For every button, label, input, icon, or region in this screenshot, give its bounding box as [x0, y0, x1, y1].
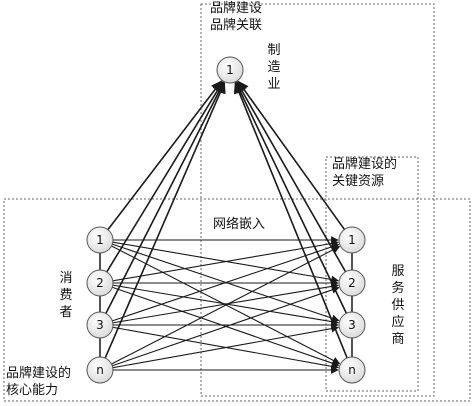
manufacturing-label: 制造业 — [267, 43, 281, 92]
brand-association-box — [200, 3, 435, 397]
service-suppliers-label: 服务供应商 — [391, 264, 405, 347]
edge-left-4-to-right-1 — [111, 245, 341, 365]
supplier-node-3-circle — [338, 311, 366, 339]
edge-left-2-to-right-1 — [112, 239, 339, 282]
supplier-node-2: 2 — [338, 269, 366, 297]
edge-left-4-to-right-3 — [112, 324, 339, 369]
key-resources-box — [325, 156, 419, 392]
consumer-node-4: n — [86, 356, 114, 384]
edges-group — [104, 80, 348, 374]
supplier-node-2-circle — [338, 269, 366, 297]
consumer-node-3-number: 3 — [96, 318, 104, 332]
consumer-node-3: 3 — [86, 311, 114, 339]
supplier-node-1: 1 — [338, 226, 366, 254]
edge-right-4-to-top — [233, 81, 348, 359]
brand-association-label-line2: 品牌关联 — [210, 18, 263, 33]
supplier-node-2-number: 2 — [348, 276, 356, 290]
supplier-node-4: n — [338, 356, 366, 384]
consumer-node-1-number: 1 — [96, 233, 104, 247]
manufacturing-node-1: 1 — [216, 56, 244, 84]
manufacturing-node-1-circle — [216, 56, 244, 84]
supplier-node-1-number: 1 — [348, 233, 356, 247]
supplier-node-3: 3 — [338, 311, 366, 339]
consumer-node-2: 2 — [86, 269, 114, 297]
consumer-node-1-circle — [86, 226, 114, 254]
key-resources-label-line1: 品牌建设的 — [332, 157, 398, 172]
core-capability-box — [3, 198, 471, 402]
edge-left-4-to-top — [104, 81, 226, 359]
supplier-node-1-circle — [338, 226, 366, 254]
nodes-group: 1 1 2 3 n 1 2 3 n — [86, 56, 366, 384]
consumer-node-4-circle — [86, 356, 114, 384]
network-embedding-label: 网络嵌入 — [213, 217, 266, 232]
key-resources-label-line2: 关键资源 — [332, 174, 385, 189]
edge-left-3-to-right-2 — [112, 282, 339, 324]
supplier-node-4-number: n — [348, 363, 356, 377]
edge-right-3-to-top — [235, 81, 348, 314]
supplier-node-3-number: 3 — [348, 318, 356, 332]
edge-right-2-to-top — [236, 81, 347, 273]
supplier-node-4-circle — [338, 356, 366, 384]
edge-left-3-to-top — [105, 81, 225, 314]
manufacturing-node-1-number: 1 — [226, 63, 234, 77]
consumer-node-1: 1 — [86, 226, 114, 254]
consumers-label: 消费者 — [59, 271, 73, 320]
brand-association-label-line1: 品牌建设 — [210, 1, 263, 16]
edge-left-1-to-top — [107, 80, 223, 231]
consumer-node-3-circle — [86, 311, 114, 339]
core-capability-label-line1: 品牌建设的 — [6, 366, 72, 381]
edge-left-3-to-right-1 — [112, 243, 340, 322]
edge-left-2-to-top — [106, 80, 224, 273]
consumer-node-2-circle — [86, 269, 114, 297]
edge-left-4-to-right-2 — [112, 286, 340, 367]
edge-right-1-to-top — [237, 80, 346, 230]
consumer-node-2-number: 2 — [96, 276, 104, 290]
consumer-node-4-number: n — [96, 363, 104, 377]
core-capability-label-line2: 核心能力 — [6, 383, 59, 398]
